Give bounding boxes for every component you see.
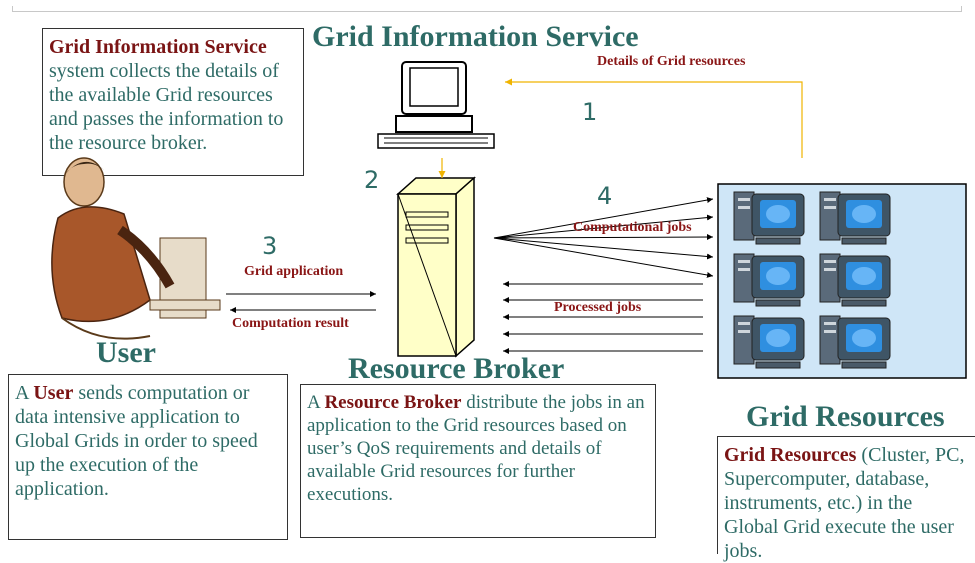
computational-jobs-arrows: [493, 197, 714, 278]
broker-title: Resource Broker: [348, 352, 565, 385]
user-description-bold: User: [33, 382, 74, 404]
resources-description-bold: Grid Resources: [724, 444, 857, 466]
broker-description-bold: Resource Broker: [324, 392, 462, 413]
broker-description-box: A Resource Broker distribute the jobs in…: [300, 384, 656, 538]
broker-description-pre: A: [307, 392, 325, 413]
step-2: 2: [364, 166, 380, 194]
resources-title: Grid Resources: [746, 400, 945, 433]
details-arrow: [505, 78, 803, 158]
step-1: 1: [582, 98, 598, 126]
user-description-pre: A: [15, 382, 34, 404]
resources-description-text: (Cluster, PC, Supercomputer, database, i…: [724, 444, 965, 562]
user-figure-icon: [51, 157, 221, 340]
details-label: Details of Grid resources: [597, 54, 746, 69]
gis-computer-icon: [377, 61, 495, 149]
gis-description-bold: Grid Information Service: [49, 36, 267, 58]
processed-jobs-arrows: [503, 281, 703, 354]
gis-description-text: system collects the details of the avail…: [49, 60, 284, 154]
user-description-text: sends computation or data intensive appl…: [15, 382, 258, 500]
step-4: 4: [597, 182, 613, 210]
gis-title: Grid Information Service: [312, 20, 639, 53]
computation-result-label: Computation result: [232, 316, 349, 331]
resource-broker-server-icon: [396, 176, 476, 358]
computational-jobs-label: Computational jobs: [573, 220, 692, 235]
grid-application-label: Grid application: [244, 264, 344, 279]
grid-resources-cluster: [717, 183, 967, 379]
step-3: 3: [262, 232, 278, 260]
broker-description-text: distribute the jobs in an application to…: [307, 392, 645, 505]
resources-description-box: Grid Resources (Cluster, PC, Supercomput…: [717, 436, 975, 562]
user-description-box: A User sends computation or data intensi…: [8, 374, 288, 540]
slide-top-bar: [12, 6, 962, 12]
gis-description-box: Grid Information Service system collects…: [42, 28, 304, 176]
user-title: User: [96, 336, 156, 369]
processed-jobs-label: Processed jobs: [554, 300, 642, 315]
